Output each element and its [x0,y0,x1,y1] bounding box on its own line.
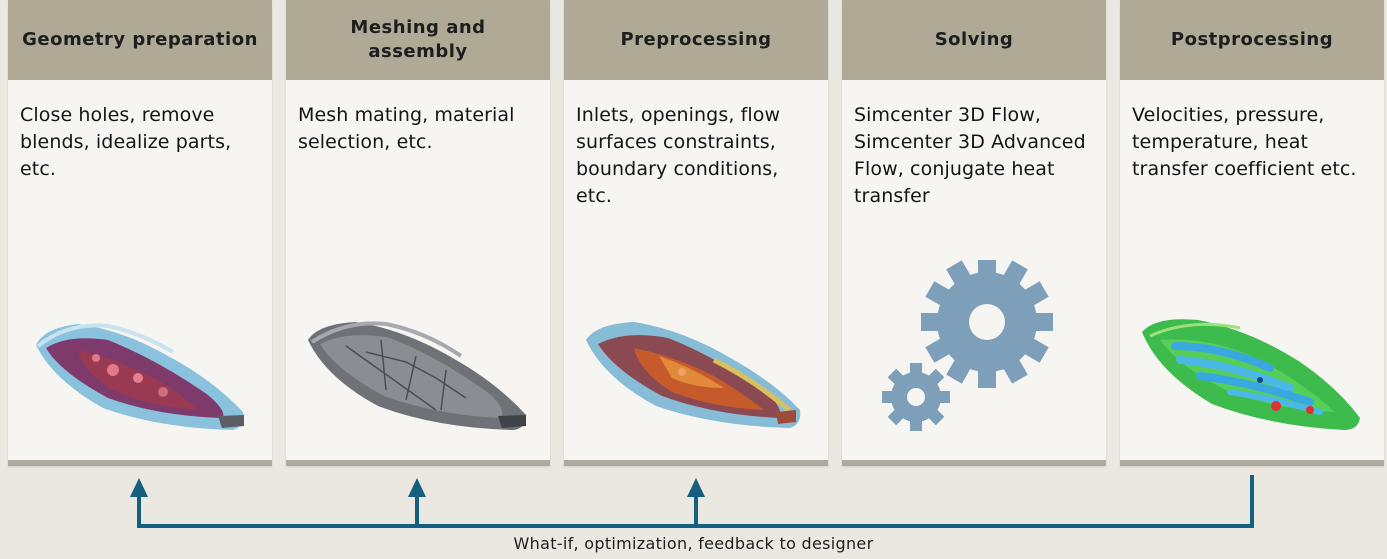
stage-header: Solving [842,0,1106,80]
tail-lamp-results-icon [1120,260,1384,460]
stage-header: Meshing and assembly [286,0,550,80]
arrow-up-icon [130,478,148,497]
stage-header: Preprocessing [564,0,828,80]
stage-title: Solving [934,29,1014,50]
stage-title: Preprocessing [620,29,772,50]
stage-postprocessing: Postprocessing Velocities, pressure, tem… [1120,0,1384,466]
stage-meshing-and-assembly: Meshing and assembly Mesh mating, materi… [286,0,550,466]
tail-lamp-geometry-icon [8,260,272,460]
stage-description: Velocities, pressure, temperature, heat … [1132,104,1357,180]
stage-preprocessing: Preprocessing Inlets, openings, flow sur… [564,0,828,466]
tail-lamp-mesh-icon [286,260,550,460]
arrow-up-icon [687,478,705,497]
stage-solving: Solving Simcenter 3D Flow, Simcenter 3D … [842,0,1106,466]
stage-description: Inlets, openings, flow surfaces constrai… [576,104,781,207]
stage-header: Postprocessing [1120,0,1384,80]
stage-title: Meshing and assembly [350,17,486,62]
tail-lamp-boundary-icon [564,260,828,460]
stage-description: Mesh mating, material selection, etc. [298,104,515,153]
arrow-up-icon [408,478,426,497]
stage-header: Geometry preparation [8,0,272,80]
stage-title: Postprocessing [1170,29,1334,50]
stage-title: Geometry preparation [22,29,258,50]
stage-geometry-preparation: Geometry preparation Close holes, remove… [8,0,272,466]
feedback-label: What-if, optimization, feedback to desig… [513,534,874,553]
stage-description: Close holes, remove blends, idealize par… [20,104,232,180]
stage-description: Simcenter 3D Flow, Simcenter 3D Advanced… [854,104,1086,207]
gears-icon [842,260,1106,460]
